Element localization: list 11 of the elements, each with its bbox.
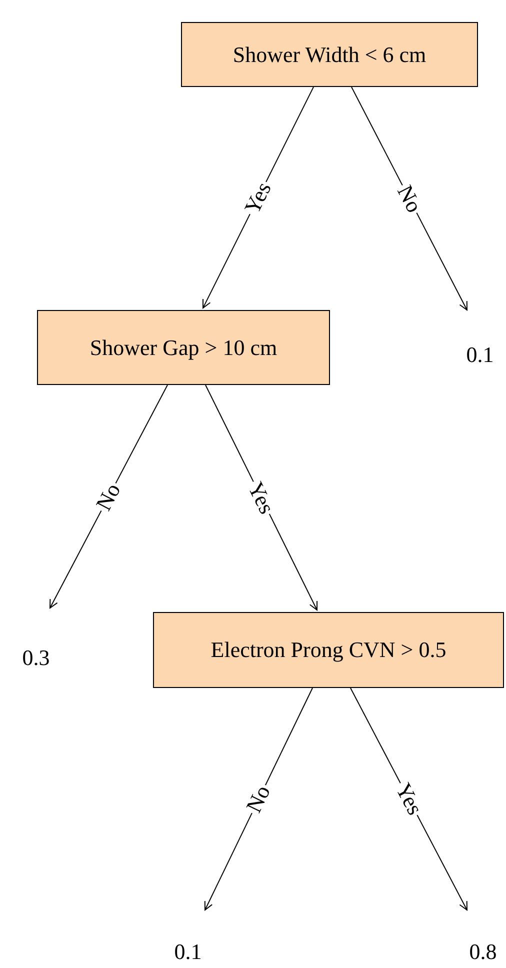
leaf-value: 0.1	[174, 939, 202, 965]
condition-text: Electron Prong CVN > 0.5	[210, 637, 446, 663]
condition-text: Shower Width < 6 cm	[232, 42, 426, 68]
decision-box	[37, 310, 330, 385]
condition-text: Shower Gap > 10 cm	[90, 334, 278, 360]
leaf-value: 0.1	[466, 342, 494, 368]
leaf-value: 0.3	[22, 645, 50, 671]
arrow	[50, 384, 168, 608]
leaf-value: 0.8	[469, 939, 497, 965]
decision-box	[153, 612, 504, 688]
decision-box	[181, 22, 478, 87]
